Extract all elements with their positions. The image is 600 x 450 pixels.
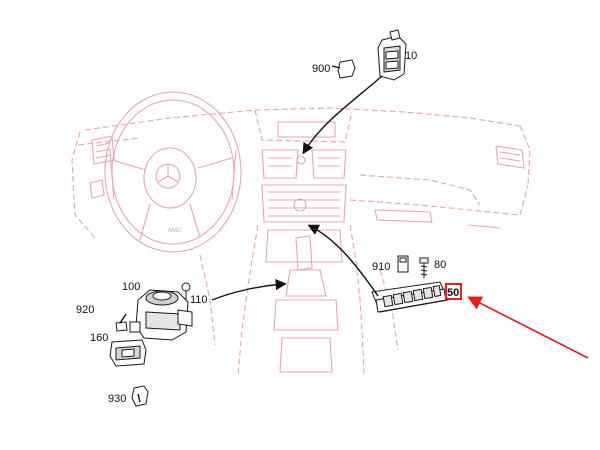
- callout-930: 930: [108, 393, 126, 405]
- callout-80: 80: [434, 259, 446, 271]
- part-160-bracket[interactable]: [109, 339, 147, 367]
- part-10-switch-assembly[interactable]: [377, 29, 407, 81]
- callout-160: 160: [90, 332, 108, 344]
- part-80-screw[interactable]: [419, 257, 429, 278]
- callout-110: 110: [190, 294, 208, 306]
- part-100-ignition-module[interactable]: [129, 289, 193, 341]
- part-50-switch-panel[interactable]: [371, 281, 449, 313]
- callout-910: 910: [372, 261, 390, 273]
- callout-50: 50: [447, 287, 459, 299]
- dashboard-outline: [71, 107, 531, 376]
- callout-10: 10: [405, 50, 417, 62]
- part-910-connector[interactable]: [397, 255, 409, 273]
- steering-wheel: AMG: [104, 91, 242, 253]
- callout-100: 100: [122, 281, 140, 293]
- callout-900: 900: [312, 63, 330, 75]
- part-930-plug[interactable]: [131, 385, 149, 407]
- callout-920: 920: [76, 304, 94, 316]
- svg-text:AMG: AMG: [168, 228, 182, 234]
- part-900-clip[interactable]: [337, 59, 356, 79]
- highlight-pointer-arrow: [467, 296, 589, 359]
- part-110-screw[interactable]: [181, 282, 191, 300]
- part-920-connector[interactable]: [115, 321, 128, 332]
- highlight-box: [445, 283, 462, 300]
- leader-lines: [119, 65, 383, 403]
